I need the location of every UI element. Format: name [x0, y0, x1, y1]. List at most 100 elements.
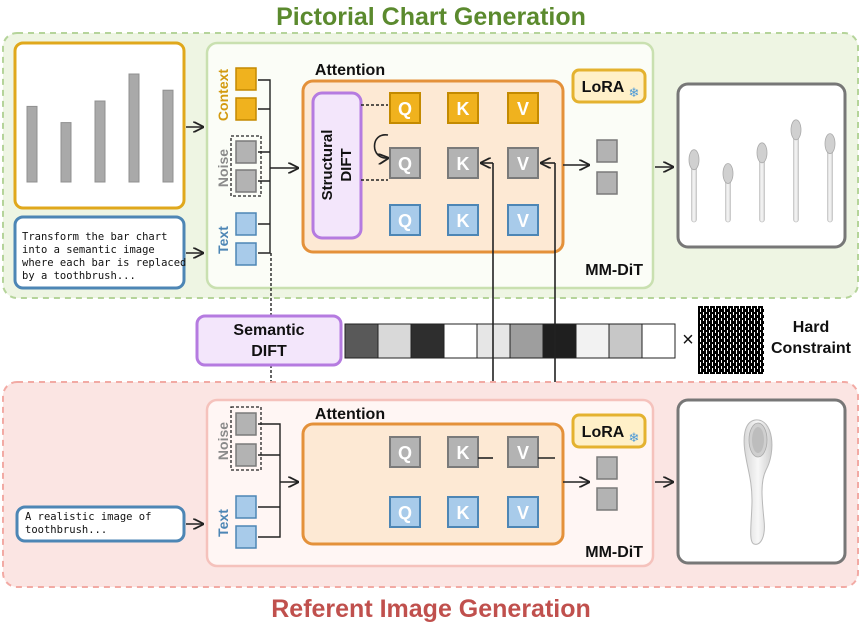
- bottom-prompt-text: A realistic image of toothbrush...: [25, 511, 151, 536]
- svg-text:Q: Q: [398, 99, 412, 119]
- text-token: [235, 495, 257, 519]
- noise-token: [235, 412, 257, 436]
- svg-text:K: K: [457, 154, 470, 174]
- svg-text:K: K: [457, 99, 470, 119]
- structural-dift-box: [311, 91, 363, 240]
- noise-label-top: Noise: [215, 149, 231, 187]
- attention-top-label: Attention: [315, 62, 385, 79]
- v-token: [507, 496, 539, 528]
- structural-dift-label-2: DIFT: [338, 148, 355, 181]
- semantic-vector-cell: [542, 323, 577, 359]
- q-token: [389, 92, 421, 124]
- text-token: [235, 212, 257, 236]
- svg-text:into a semantic image: into a semantic image: [22, 244, 155, 256]
- toothbrush: [824, 133, 836, 223]
- semantic-vector-cell: [575, 323, 610, 359]
- semantic-vector-cell: [344, 323, 379, 359]
- v-token: [507, 147, 539, 179]
- v-token: [507, 92, 539, 124]
- structural-dift-label-1: Structural: [319, 130, 336, 201]
- attention-bottom-box: [301, 422, 565, 546]
- svg-text:Transform the bar chart: Transform the bar chart: [22, 231, 167, 243]
- hard-constraint-mask: [698, 306, 764, 374]
- svg-text:K: K: [457, 443, 470, 463]
- q-token: [389, 436, 421, 468]
- svg-text:where each bar is replaced: where each bar is replaced: [22, 257, 186, 269]
- output-token: [596, 487, 618, 511]
- attention-top-box: [301, 79, 565, 254]
- v-token: [507, 436, 539, 468]
- top-prompt-box: [13, 215, 186, 290]
- text-token: [235, 242, 257, 266]
- k-token: [447, 204, 479, 236]
- output-token: [596, 456, 618, 480]
- noise-token: [235, 140, 257, 164]
- toothbrush-row-image: [688, 119, 836, 223]
- k-token: [447, 436, 479, 468]
- svg-text:DIFT: DIFT: [251, 343, 287, 360]
- svg-text:Q: Q: [398, 503, 412, 523]
- svg-text:Q: Q: [398, 443, 412, 463]
- toothbrush: [756, 142, 768, 223]
- qkv-noise-row: Q K V: [389, 147, 539, 179]
- noise-token-group: [230, 135, 262, 197]
- q-token: [389, 496, 421, 528]
- output-token: [596, 171, 618, 195]
- toothbrush: [688, 149, 700, 223]
- bottom-title: Referent Image Generation: [271, 595, 591, 623]
- k-token: [447, 496, 479, 528]
- noise-label-bottom: Noise: [215, 422, 231, 460]
- q-token: [389, 204, 421, 236]
- input-bar: [162, 89, 174, 183]
- svg-text:V: V: [517, 443, 529, 463]
- k-token: [447, 92, 479, 124]
- noise-token: [235, 169, 257, 193]
- noise-token-group: [230, 406, 262, 471]
- svg-text:V: V: [517, 503, 529, 523]
- svg-text:LoRA: LoRA: [582, 79, 625, 96]
- input-bar: [128, 73, 140, 183]
- v-token: [507, 204, 539, 236]
- svg-text:LoRA: LoRA: [582, 424, 625, 441]
- context-token: [235, 97, 257, 121]
- semantic-vector: [344, 323, 676, 359]
- svg-text:toothbrush...: toothbrush...: [25, 524, 107, 536]
- snowflake-icon: ❄: [629, 85, 640, 100]
- mmdit-bottom-label: MM-DiT: [585, 544, 643, 561]
- qkv-text-row: Q K V: [389, 204, 539, 236]
- output-token: [596, 139, 618, 163]
- svg-text:Q: Q: [398, 211, 412, 231]
- snowflake-icon: ❄: [629, 430, 640, 445]
- lora-bottom-badge: [571, 413, 647, 449]
- context-token: [235, 67, 257, 91]
- q-token: [389, 147, 421, 179]
- svg-text:by a toothbrush...: by a toothbrush...: [22, 270, 136, 282]
- svg-text:K: K: [457, 503, 470, 523]
- qkv-noise-row-bottom: Q K V: [389, 436, 539, 468]
- input-bar: [60, 122, 72, 183]
- input-bar: [26, 105, 38, 183]
- semantic-vector-cell: [509, 323, 544, 359]
- svg-text:V: V: [517, 211, 529, 231]
- toothbrush: [722, 163, 734, 223]
- context-label: Context: [215, 69, 231, 121]
- single-toothbrush-image: [743, 419, 773, 545]
- text-token: [235, 525, 257, 549]
- semantic-vector-cell: [608, 323, 643, 359]
- toothbrush: [790, 119, 802, 223]
- semantic-vector-cell: [443, 323, 478, 359]
- svg-text:Hard: Hard: [793, 319, 829, 336]
- k-token: [447, 147, 479, 179]
- mmdit-top-label: MM-DiT: [585, 262, 643, 279]
- svg-text:K: K: [457, 211, 470, 231]
- svg-text:A realistic image of: A realistic image of: [25, 511, 151, 523]
- svg-text:Semantic: Semantic: [233, 322, 304, 339]
- qkv-text-row-bottom: Q K V: [389, 496, 539, 528]
- attention-bottom-label: Attention: [315, 406, 385, 423]
- times-symbol: ×: [682, 329, 694, 351]
- svg-text:V: V: [517, 154, 529, 174]
- input-bar: [94, 100, 106, 183]
- semantic-vector-cell: [377, 323, 412, 359]
- svg-text:Constraint: Constraint: [771, 340, 852, 357]
